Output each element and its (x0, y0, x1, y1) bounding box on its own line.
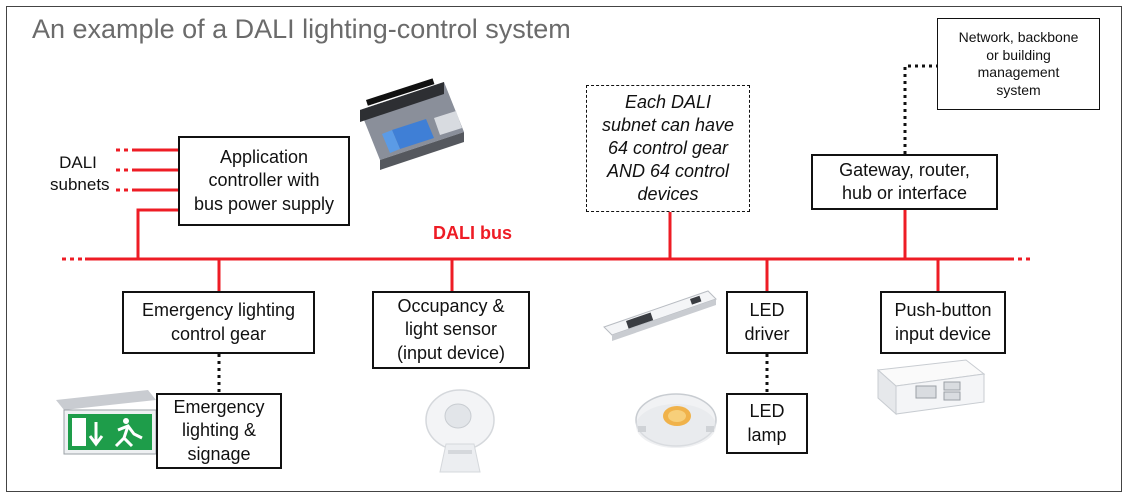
led-driver-label: LED driver (744, 300, 790, 344)
din-rail-controller-icon (360, 78, 464, 170)
subnet-capacity-note-text: Each DALI subnet can have 64 control gea… (601, 91, 735, 205)
emergency-exit-sign-icon (56, 390, 157, 455)
diagram-title: An example of a DALI lighting-control sy… (32, 14, 571, 44)
occupancy-sensor-box: Occupancy & light sensor (input device) (372, 291, 530, 369)
push-button-label: Push-button input device (894, 300, 992, 344)
application-controller-box: Application controller with bus power su… (178, 136, 350, 226)
led-driver-module-icon (603, 290, 717, 341)
gateway-network-link (903, 64, 937, 154)
emergency-control-gear-label: Emergency lighting control gear (141, 300, 296, 344)
network-label: Network, backbone or building management… (958, 29, 1079, 98)
emergency-signage-label: Emergency lighting & signage (173, 397, 265, 464)
push-button-device-icon (876, 359, 986, 416)
gateway-label: Gateway, router, hub or interface (839, 159, 970, 203)
dali-bus-label: DALI bus (433, 223, 512, 243)
emergency-control-gear-box: Emergency lighting control gear (122, 291, 315, 354)
led-lamp-label: LED lamp (747, 401, 787, 445)
dali-subnets-label: DALI subnets (50, 153, 110, 195)
diagram-frame (6, 6, 1122, 492)
led-driver-box: LED driver (726, 291, 808, 354)
dotted-links (217, 64, 937, 393)
dali-bus-lines (62, 148, 1034, 291)
push-button-box: Push-button input device (880, 291, 1006, 354)
emergency-signage-box: Emergency lighting & signage (156, 393, 282, 469)
occupancy-sensor-label: Occupancy & light sensor (input device) (396, 296, 506, 363)
led-lamp-box: LED lamp (726, 393, 808, 454)
subnet-capacity-note: Each DALI subnet can have 64 control gea… (586, 85, 750, 212)
controller-bus-connection (136, 208, 178, 259)
application-controller-label: Application controller with bus power su… (193, 147, 335, 214)
ceiling-sensor-icon (425, 389, 495, 473)
led-module-icon (635, 393, 717, 448)
gateway-box: Gateway, router, hub or interface (811, 154, 998, 210)
network-box: Network, backbone or building management… (937, 18, 1100, 110)
